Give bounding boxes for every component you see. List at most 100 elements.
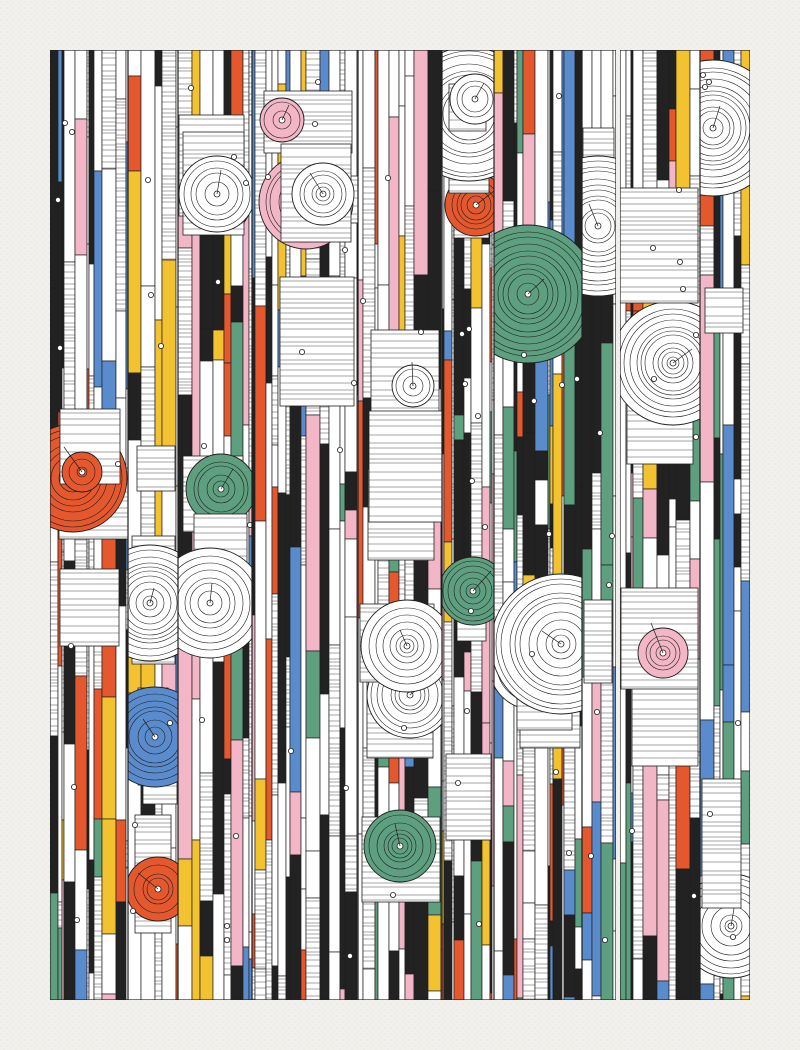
arc-needle bbox=[137, 872, 159, 890]
stripe bbox=[582, 912, 593, 961]
arc-ring bbox=[399, 638, 415, 654]
stripe bbox=[93, 876, 103, 1000]
stripe bbox=[101, 696, 117, 820]
stripe bbox=[50, 50, 59, 289]
stripe bbox=[242, 817, 250, 948]
node-dot bbox=[730, 934, 737, 941]
panel-group bbox=[50, 50, 750, 1000]
stripe bbox=[719, 453, 724, 691]
stripe bbox=[223, 362, 232, 437]
panel-6 bbox=[442, 50, 494, 1000]
stripe bbox=[128, 170, 142, 374]
stripe bbox=[305, 414, 321, 652]
arc-ring bbox=[516, 282, 540, 306]
stripe bbox=[339, 831, 346, 990]
node-dot bbox=[131, 822, 138, 829]
stripe bbox=[319, 443, 330, 695]
node-dot bbox=[588, 853, 595, 860]
arc-ring bbox=[128, 706, 178, 768]
stripe bbox=[563, 869, 576, 916]
node-dot bbox=[609, 533, 616, 540]
arc-ring bbox=[700, 67, 750, 189]
stripe bbox=[271, 965, 279, 1000]
stripe bbox=[115, 310, 127, 399]
arc-ring bbox=[620, 308, 700, 418]
stripe bbox=[328, 835, 341, 953]
stripe bbox=[358, 400, 364, 619]
stripe bbox=[88, 859, 95, 974]
arc-ring bbox=[311, 182, 335, 206]
arc-ring bbox=[652, 342, 694, 384]
stripe bbox=[552, 373, 563, 585]
stripe bbox=[733, 566, 742, 612]
arc-ring bbox=[645, 635, 681, 671]
arc-ring bbox=[459, 577, 487, 605]
arc-ring bbox=[582, 195, 616, 257]
node-dot bbox=[69, 128, 76, 135]
stripe bbox=[656, 980, 670, 1000]
stripe bbox=[398, 948, 406, 1000]
node-dot bbox=[223, 923, 230, 930]
stripe bbox=[513, 450, 518, 563]
arc-ring bbox=[465, 583, 481, 599]
arc-ring bbox=[497, 263, 559, 325]
stripe bbox=[300, 817, 307, 890]
node-dot bbox=[157, 342, 164, 349]
stripe bbox=[534, 479, 549, 526]
stripe bbox=[552, 778, 563, 1000]
arc-needle bbox=[650, 622, 664, 654]
arc-ring bbox=[551, 634, 571, 654]
stripe bbox=[549, 945, 554, 1000]
stripe bbox=[93, 688, 103, 820]
node-dot bbox=[230, 153, 237, 160]
arc-needle bbox=[527, 278, 545, 295]
stripe bbox=[277, 50, 287, 85]
stripe bbox=[265, 638, 273, 841]
node-dot bbox=[187, 85, 194, 92]
stripe bbox=[713, 538, 721, 707]
block bbox=[279, 276, 355, 407]
stripe bbox=[212, 661, 225, 895]
stripe bbox=[591, 472, 602, 530]
arc-ring bbox=[197, 590, 223, 616]
node-dot bbox=[597, 429, 604, 436]
node-dot bbox=[735, 720, 742, 727]
arc-ring bbox=[582, 160, 616, 292]
stripe bbox=[344, 509, 358, 540]
arc-ring bbox=[500, 583, 582, 705]
stripe bbox=[582, 959, 593, 1000]
stripe bbox=[344, 538, 358, 618]
stripe bbox=[656, 774, 670, 801]
node-dot bbox=[702, 84, 709, 91]
arc-ring bbox=[700, 90, 750, 166]
arc-ring bbox=[528, 611, 582, 677]
arc-ring bbox=[582, 189, 616, 263]
arc-ring bbox=[144, 726, 166, 748]
stripe bbox=[128, 50, 142, 77]
stripe bbox=[668, 50, 677, 110]
node-dot bbox=[68, 643, 75, 650]
node-dot bbox=[651, 375, 658, 382]
stripe bbox=[128, 372, 142, 441]
arc-ring bbox=[299, 170, 347, 218]
arc-ring bbox=[442, 70, 494, 158]
stripe bbox=[502, 805, 515, 843]
stripe bbox=[522, 850, 536, 904]
panel-3 bbox=[178, 50, 252, 1000]
stripe bbox=[300, 888, 307, 951]
stripe bbox=[101, 933, 117, 995]
stripe bbox=[656, 50, 670, 181]
arc-ring bbox=[303, 174, 343, 214]
stripe bbox=[339, 483, 346, 522]
stripe bbox=[625, 782, 632, 1000]
stripe bbox=[549, 783, 554, 922]
stripe bbox=[199, 900, 214, 957]
stripe bbox=[574, 50, 582, 252]
stripe bbox=[700, 225, 715, 276]
arc-ring bbox=[582, 184, 616, 268]
arc-ring bbox=[204, 181, 230, 207]
arc-ring bbox=[128, 710, 178, 764]
arc-ring bbox=[128, 575, 178, 631]
node-dot bbox=[62, 120, 69, 127]
stripe bbox=[305, 737, 321, 852]
